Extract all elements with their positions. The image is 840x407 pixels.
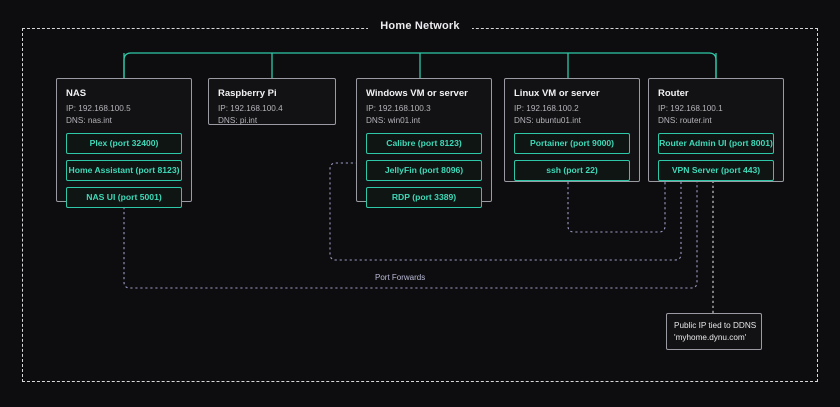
port-forwards-label: Port Forwards [370, 273, 431, 282]
host-dns-windows-vm: DNS: win01.int [366, 115, 421, 125]
service-pill-ssh[interactable]: ssh (port 22) [514, 160, 630, 181]
host-title-router: Router [658, 88, 689, 99]
host-box-linux-vm[interactable]: Linux VM or server IP: 192.168.100.2 DNS… [504, 78, 640, 182]
port-forward-path-nas [123, 182, 698, 289]
host-ip-raspberry-pi: IP: 192.168.100.4 [218, 104, 283, 113]
service-pill-calibre[interactable]: Calibre (port 8123) [366, 133, 482, 154]
host-box-router[interactable]: Router IP: 192.168.100.1 DNS: router.int… [648, 78, 784, 182]
service-pill-jellyfin[interactable]: JellyFin (port 8096) [366, 160, 482, 181]
ddns-note-line2: 'myhome.dynu.com' [674, 332, 747, 342]
host-dns-linux-vm: DNS: ubuntu01.int [514, 115, 581, 125]
service-list-nas: Plex (port 32400) Home Assistant (port 8… [66, 133, 182, 208]
service-pill-router-admin-ui[interactable]: Router Admin UI (port 8001) [658, 133, 774, 154]
host-title-raspberry-pi: Raspberry Pi [218, 88, 277, 99]
service-list-router: Router Admin UI (port 8001) VPN Server (… [658, 133, 774, 181]
host-dns-router: DNS: router.int [658, 115, 712, 125]
port-forward-path-jellyfin [329, 162, 682, 261]
host-title-linux-vm: Linux VM or server [514, 88, 600, 99]
host-dns-raspberry-pi: DNS: pi.int [218, 115, 258, 125]
service-pill-portainer[interactable]: Portainer (port 9000) [514, 133, 630, 154]
service-list-linux-vm: Portainer (port 9000) ssh (port 22) [514, 133, 630, 181]
ddns-note-box[interactable]: Public IP tied to DDNS 'myhome.dynu.com' [666, 313, 762, 350]
host-box-windows-vm[interactable]: Windows VM or server IP: 192.168.100.3 D… [356, 78, 492, 208]
service-pill-home-assistant[interactable]: Home Assistant (port 8123) [66, 160, 182, 181]
service-list-windows-vm: Calibre (port 8123) JellyFin (port 8096)… [366, 133, 482, 208]
service-pill-vpn-server[interactable]: VPN Server (port 443) [658, 160, 774, 181]
host-ip-windows-vm: IP: 192.168.100.3 [366, 104, 431, 113]
service-pill-nas-ui[interactable]: NAS UI (port 5001) [66, 187, 182, 208]
host-box-raspberry-pi[interactable]: Raspberry Pi IP: 192.168.100.4 DNS: pi.i… [208, 78, 336, 125]
host-box-nas[interactable]: NAS IP: 192.168.100.5 DNS: nas.int Plex … [56, 78, 192, 208]
home-network-title-text: Home Network [368, 20, 472, 32]
ddns-note-line1: Public IP tied to DDNS [674, 321, 757, 330]
host-title-windows-vm: Windows VM or server [366, 88, 468, 99]
port-forward-path-linux-vm [567, 182, 666, 233]
host-dns-nas: DNS: nas.int [66, 115, 112, 125]
host-ip-linux-vm: IP: 192.168.100.2 [514, 104, 579, 113]
host-ip-router: IP: 192.168.100.1 [658, 104, 723, 113]
service-pill-rdp[interactable]: RDP (port 3389) [366, 187, 482, 208]
home-network-title: Home Network [0, 20, 840, 32]
host-title-nas: NAS [66, 88, 87, 99]
service-pill-plex[interactable]: Plex (port 32400) [66, 133, 182, 154]
host-ip-nas: IP: 192.168.100.5 [66, 104, 131, 113]
